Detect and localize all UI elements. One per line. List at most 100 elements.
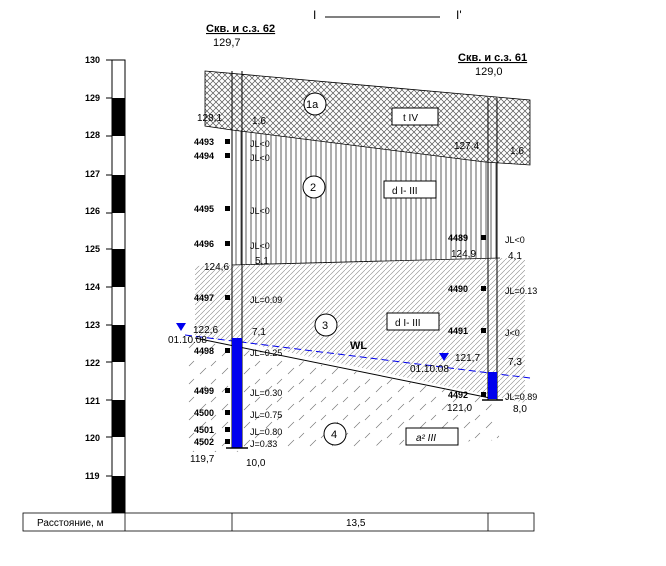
- sample-number: 4489: [448, 233, 468, 243]
- consistency-index: JL=0.80: [250, 427, 282, 437]
- well-62-mark: 124,6: [204, 262, 229, 273]
- sample-number: 4496: [194, 239, 214, 249]
- water-date-61: 01.10.08: [410, 364, 449, 375]
- consistency-index: JL=0.09: [250, 295, 282, 305]
- layer-labels: 1a t IV 2 d I- III 3 d I- III 4 a² III: [302, 92, 459, 446]
- sample-marker: [225, 139, 230, 144]
- scale-tick-label: 123: [85, 320, 100, 330]
- scale-tick-label: 128: [85, 130, 100, 140]
- scale-tick-label: 125: [85, 244, 100, 254]
- consistency-index: JL<0: [250, 139, 270, 149]
- sample-marker: [225, 388, 230, 393]
- well-62-thickness: 5,1: [255, 256, 269, 267]
- well-61-mark: 121,7: [455, 353, 480, 364]
- distance-row-label: Расстояние, м: [37, 518, 104, 529]
- well-61: Скв. и с.з. 61 129,0 127,4 1,6 124,9 4,1…: [447, 52, 537, 415]
- well-61-mark: 127,4: [454, 141, 479, 152]
- sample-number: 4502: [194, 437, 214, 447]
- sample-marker: [481, 235, 486, 240]
- sample-marker: [225, 206, 230, 211]
- well-62-elevation: 129,7: [213, 37, 241, 49]
- sample-number: 4491: [448, 326, 468, 336]
- layer-2-fill: [232, 130, 500, 265]
- water-line-label: WL: [350, 340, 367, 352]
- consistency-index: JL=0.30: [250, 388, 282, 398]
- sample-marker: [225, 439, 230, 444]
- water-marker-62-icon: [176, 323, 186, 331]
- layer-number: 2: [310, 182, 316, 194]
- well-62-mark: 122,6: [193, 325, 218, 336]
- consistency-index: J<0: [505, 328, 520, 338]
- section-left-label: I: [313, 8, 316, 22]
- sample-marker: [225, 295, 230, 300]
- water-marker-61-icon: [439, 353, 449, 361]
- well-62: Скв. и с.з. 62 129,7 128,1 1,6 124,6 5,1…: [190, 23, 282, 469]
- well-62-thickness: 7,1: [252, 327, 266, 338]
- well-62-thickness: 1,6: [252, 116, 266, 127]
- distance-row-value: 13,5: [346, 518, 366, 529]
- consistency-index: J=0.33: [250, 439, 277, 449]
- well-62-mark: 128,1: [197, 113, 222, 124]
- consistency-index: JL<0: [505, 235, 525, 245]
- sample-number: 4494: [194, 151, 214, 161]
- elevation-scale: 130 129 128 127 126 125 124 123 122 121 …: [85, 55, 126, 514]
- well-61-bottom: 121,0: [447, 403, 472, 414]
- layer-age: t IV: [403, 113, 418, 124]
- distance-table: Расстояние, м 13,5: [22, 512, 535, 532]
- scale-tick-label: 124: [85, 282, 100, 292]
- sample-number: 4499: [194, 386, 214, 396]
- layer-4-fill: [185, 338, 500, 452]
- scale-tick-label: 129: [85, 93, 100, 103]
- sample-number: 4498: [194, 346, 214, 356]
- well-61-title: Скв. и с.з. 61: [458, 52, 527, 64]
- scale-tick-label: 127: [85, 169, 100, 179]
- layer-number: 1a: [306, 99, 319, 111]
- scale-tick-label: 121: [85, 396, 100, 406]
- sample-number: 4500: [194, 408, 214, 418]
- sample-marker: [481, 392, 486, 397]
- consistency-index: JL<0: [250, 153, 270, 163]
- section-header: I I': [313, 8, 462, 22]
- scale-tick-label: 130: [85, 55, 100, 65]
- well-62-title: Скв. и с.з. 62: [206, 23, 275, 35]
- sample-marker: [225, 241, 230, 246]
- well-61-thickness: 4,1: [508, 251, 522, 262]
- well-61-water-column: [488, 372, 497, 399]
- sample-marker: [481, 286, 486, 291]
- consistency-index: JL<0: [250, 241, 270, 251]
- sample-marker: [481, 328, 486, 333]
- layer-age: a² III: [416, 433, 436, 444]
- consistency-index: JL=0.75: [250, 410, 282, 420]
- sample-number: 4492: [448, 390, 468, 400]
- sample-number: 4495: [194, 204, 214, 214]
- well-61-mark: 124,9: [451, 249, 476, 260]
- scale-tick-label: 126: [85, 206, 100, 216]
- consistency-index: JL=0.89: [505, 392, 537, 402]
- consistency-index: JL=0.13: [505, 286, 537, 296]
- well-62-water-column: [232, 338, 242, 448]
- well-61-depth: 8,0: [513, 404, 527, 415]
- well-61-thickness: 1,6: [510, 146, 524, 157]
- layer-number: 4: [331, 429, 337, 441]
- sample-marker: [225, 348, 230, 353]
- consistency-index: JL=0.25: [250, 348, 282, 358]
- section-right-label: I': [456, 8, 462, 22]
- layer-number: 3: [322, 320, 328, 332]
- water-date-62: 01.10.08: [168, 335, 207, 346]
- well-61-elevation: 129,0: [475, 66, 503, 78]
- scale-tick-label: 122: [85, 358, 100, 368]
- layers: [185, 70, 531, 452]
- consistency-index: JL<0: [250, 206, 270, 216]
- sample-marker: [225, 427, 230, 432]
- well-62-bottom: 119,7: [190, 454, 215, 465]
- sample-number: 4493: [194, 137, 214, 147]
- layer-age: d I- III: [392, 186, 418, 197]
- sample-marker: [225, 410, 230, 415]
- well-61-thickness: 7,3: [508, 357, 522, 368]
- scale-tick-label: 119: [85, 471, 100, 481]
- well-62-depth: 10,0: [246, 458, 266, 469]
- layer-age: d I- III: [395, 318, 421, 329]
- sample-number: 4497: [194, 293, 214, 303]
